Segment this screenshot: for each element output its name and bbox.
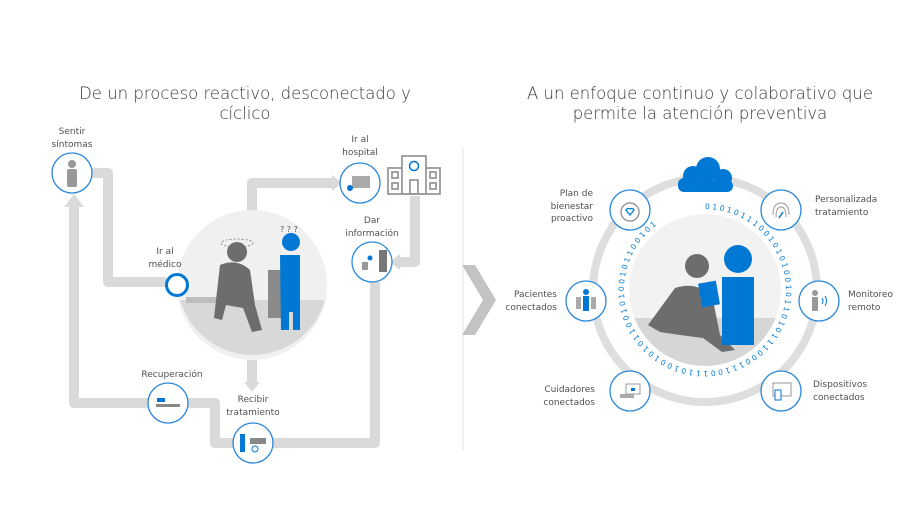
remote-signal-icon: [798, 280, 840, 322]
item-glyphs: [576, 202, 827, 401]
caregiver-laptop-icon: [609, 370, 651, 412]
cloud-icon: [678, 157, 733, 192]
transition-arrow: [462, 265, 496, 335]
step-glyphs: [67, 160, 387, 453]
step-label-recuperacion: Recuperación: [141, 370, 203, 380]
left-title: De un proceso reactivo, desconectado y c…: [40, 84, 450, 124]
flow-arrowheads: [64, 175, 400, 392]
right-title-line1: A un enfoque continuo y colaborativo que: [526, 84, 874, 103]
left-title-line2: cíclico: [219, 104, 271, 123]
left-title-line1: De un proceso reactivo, desconectado y: [79, 84, 411, 103]
fingerprint-icon: [760, 189, 802, 231]
doctor-visit-ring-icon: [165, 273, 189, 297]
right-title-line2: permite la atención preventiva: [572, 104, 828, 123]
svg-text:? ? ?: ? ? ?: [280, 225, 298, 234]
heart-stopwatch-icon: [609, 189, 651, 231]
hospital-building-icon: [387, 155, 441, 195]
right-title: A un enfoque continuo y colaborativo que…: [500, 84, 900, 124]
flow-paths: [69, 168, 420, 448]
doctor-patient-scene: ? ? ?: [177, 210, 327, 360]
recovery-bed-icon: [147, 382, 189, 424]
